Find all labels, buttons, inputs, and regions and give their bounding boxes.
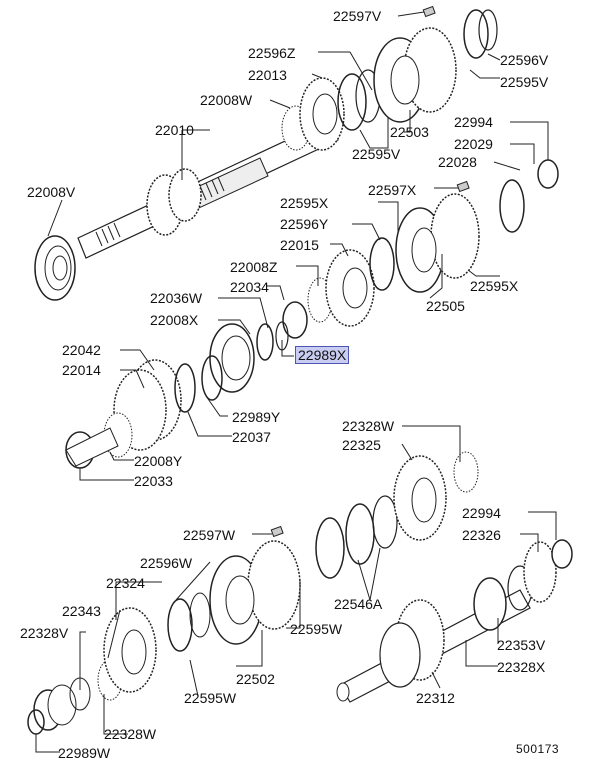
part-label-22326: 22326 (462, 527, 501, 543)
part-label-22597X: 22597X (368, 182, 417, 198)
part-label-22008Y: 22008Y (134, 453, 183, 469)
part-label-22010: 22010 (155, 122, 194, 138)
part-label-22036W: 22036W (150, 290, 203, 306)
part-label-22325: 22325 (342, 437, 381, 453)
part-label-22503: 22503 (390, 124, 429, 140)
part-label-22505: 22505 (426, 298, 465, 314)
leader-lines (35, 11, 557, 753)
part-label-22008Z: 22008Z (230, 259, 278, 275)
part-label-22015: 22015 (280, 237, 319, 253)
part-label-22595W: 22595W (290, 621, 343, 637)
part-label-22324: 22324 (106, 575, 145, 591)
part-label-22546A: 22546A (334, 596, 383, 612)
part-label-22328V: 22328V (20, 625, 69, 641)
part-label-22596V: 22596V (500, 52, 549, 68)
part-label-22596Z: 22596Z (248, 45, 296, 61)
drawing-code: 500173 (516, 742, 560, 756)
part-label-22502: 22502 (236, 671, 275, 687)
part-label-22596Y: 22596Y (280, 216, 329, 232)
part-label-22989Y: 22989Y (232, 409, 281, 425)
part-label-22328W-top: 22328W (342, 418, 395, 434)
part-label-22033: 22033 (134, 473, 173, 489)
part-label-22037: 22037 (232, 429, 271, 445)
part-label-22343: 22343 (62, 603, 101, 619)
part-label-22034: 22034 (230, 279, 269, 295)
part-label-22008X: 22008X (150, 312, 199, 328)
part-label-22595V-top: 22595V (500, 74, 549, 90)
part-label-22028: 22028 (438, 154, 477, 170)
part-label-22596W: 22596W (140, 555, 193, 571)
part-label-22597V: 22597V (333, 8, 382, 24)
part-label-22353V: 22353V (497, 637, 546, 653)
part-label-22328W-bot: 22328W (104, 726, 157, 742)
part-label-22312: 22312 (416, 690, 455, 706)
part-label-22989W: 22989W (58, 745, 111, 761)
part-label-22597W: 22597W (183, 527, 236, 543)
part-label-22595V-mid: 22595V (352, 146, 401, 162)
part-label-22989X-highlighted[interactable]: 22989X (295, 346, 350, 364)
part-label-22042: 22042 (62, 342, 101, 358)
part-label-22014: 22014 (62, 362, 101, 378)
part-label-22994-bot: 22994 (462, 505, 501, 521)
part-label-22029: 22029 (454, 136, 493, 152)
part-label-22595X-top: 22595X (280, 195, 329, 211)
part-label-22008W: 22008W (200, 92, 253, 108)
part-label-22994-top: 22994 (454, 114, 493, 130)
upper-shaft (34, 5, 498, 301)
part-label-22328X: 22328X (497, 659, 546, 675)
part-label-22013: 22013 (248, 67, 287, 83)
part-label-22595W-bot: 22595W (184, 690, 237, 706)
output-gear-group (65, 355, 223, 469)
middle-group (209, 159, 559, 393)
lower-shaft (27, 451, 573, 735)
part-label-22008V: 22008V (27, 184, 76, 200)
part-label-22595X-bot: 22595X (470, 278, 519, 294)
